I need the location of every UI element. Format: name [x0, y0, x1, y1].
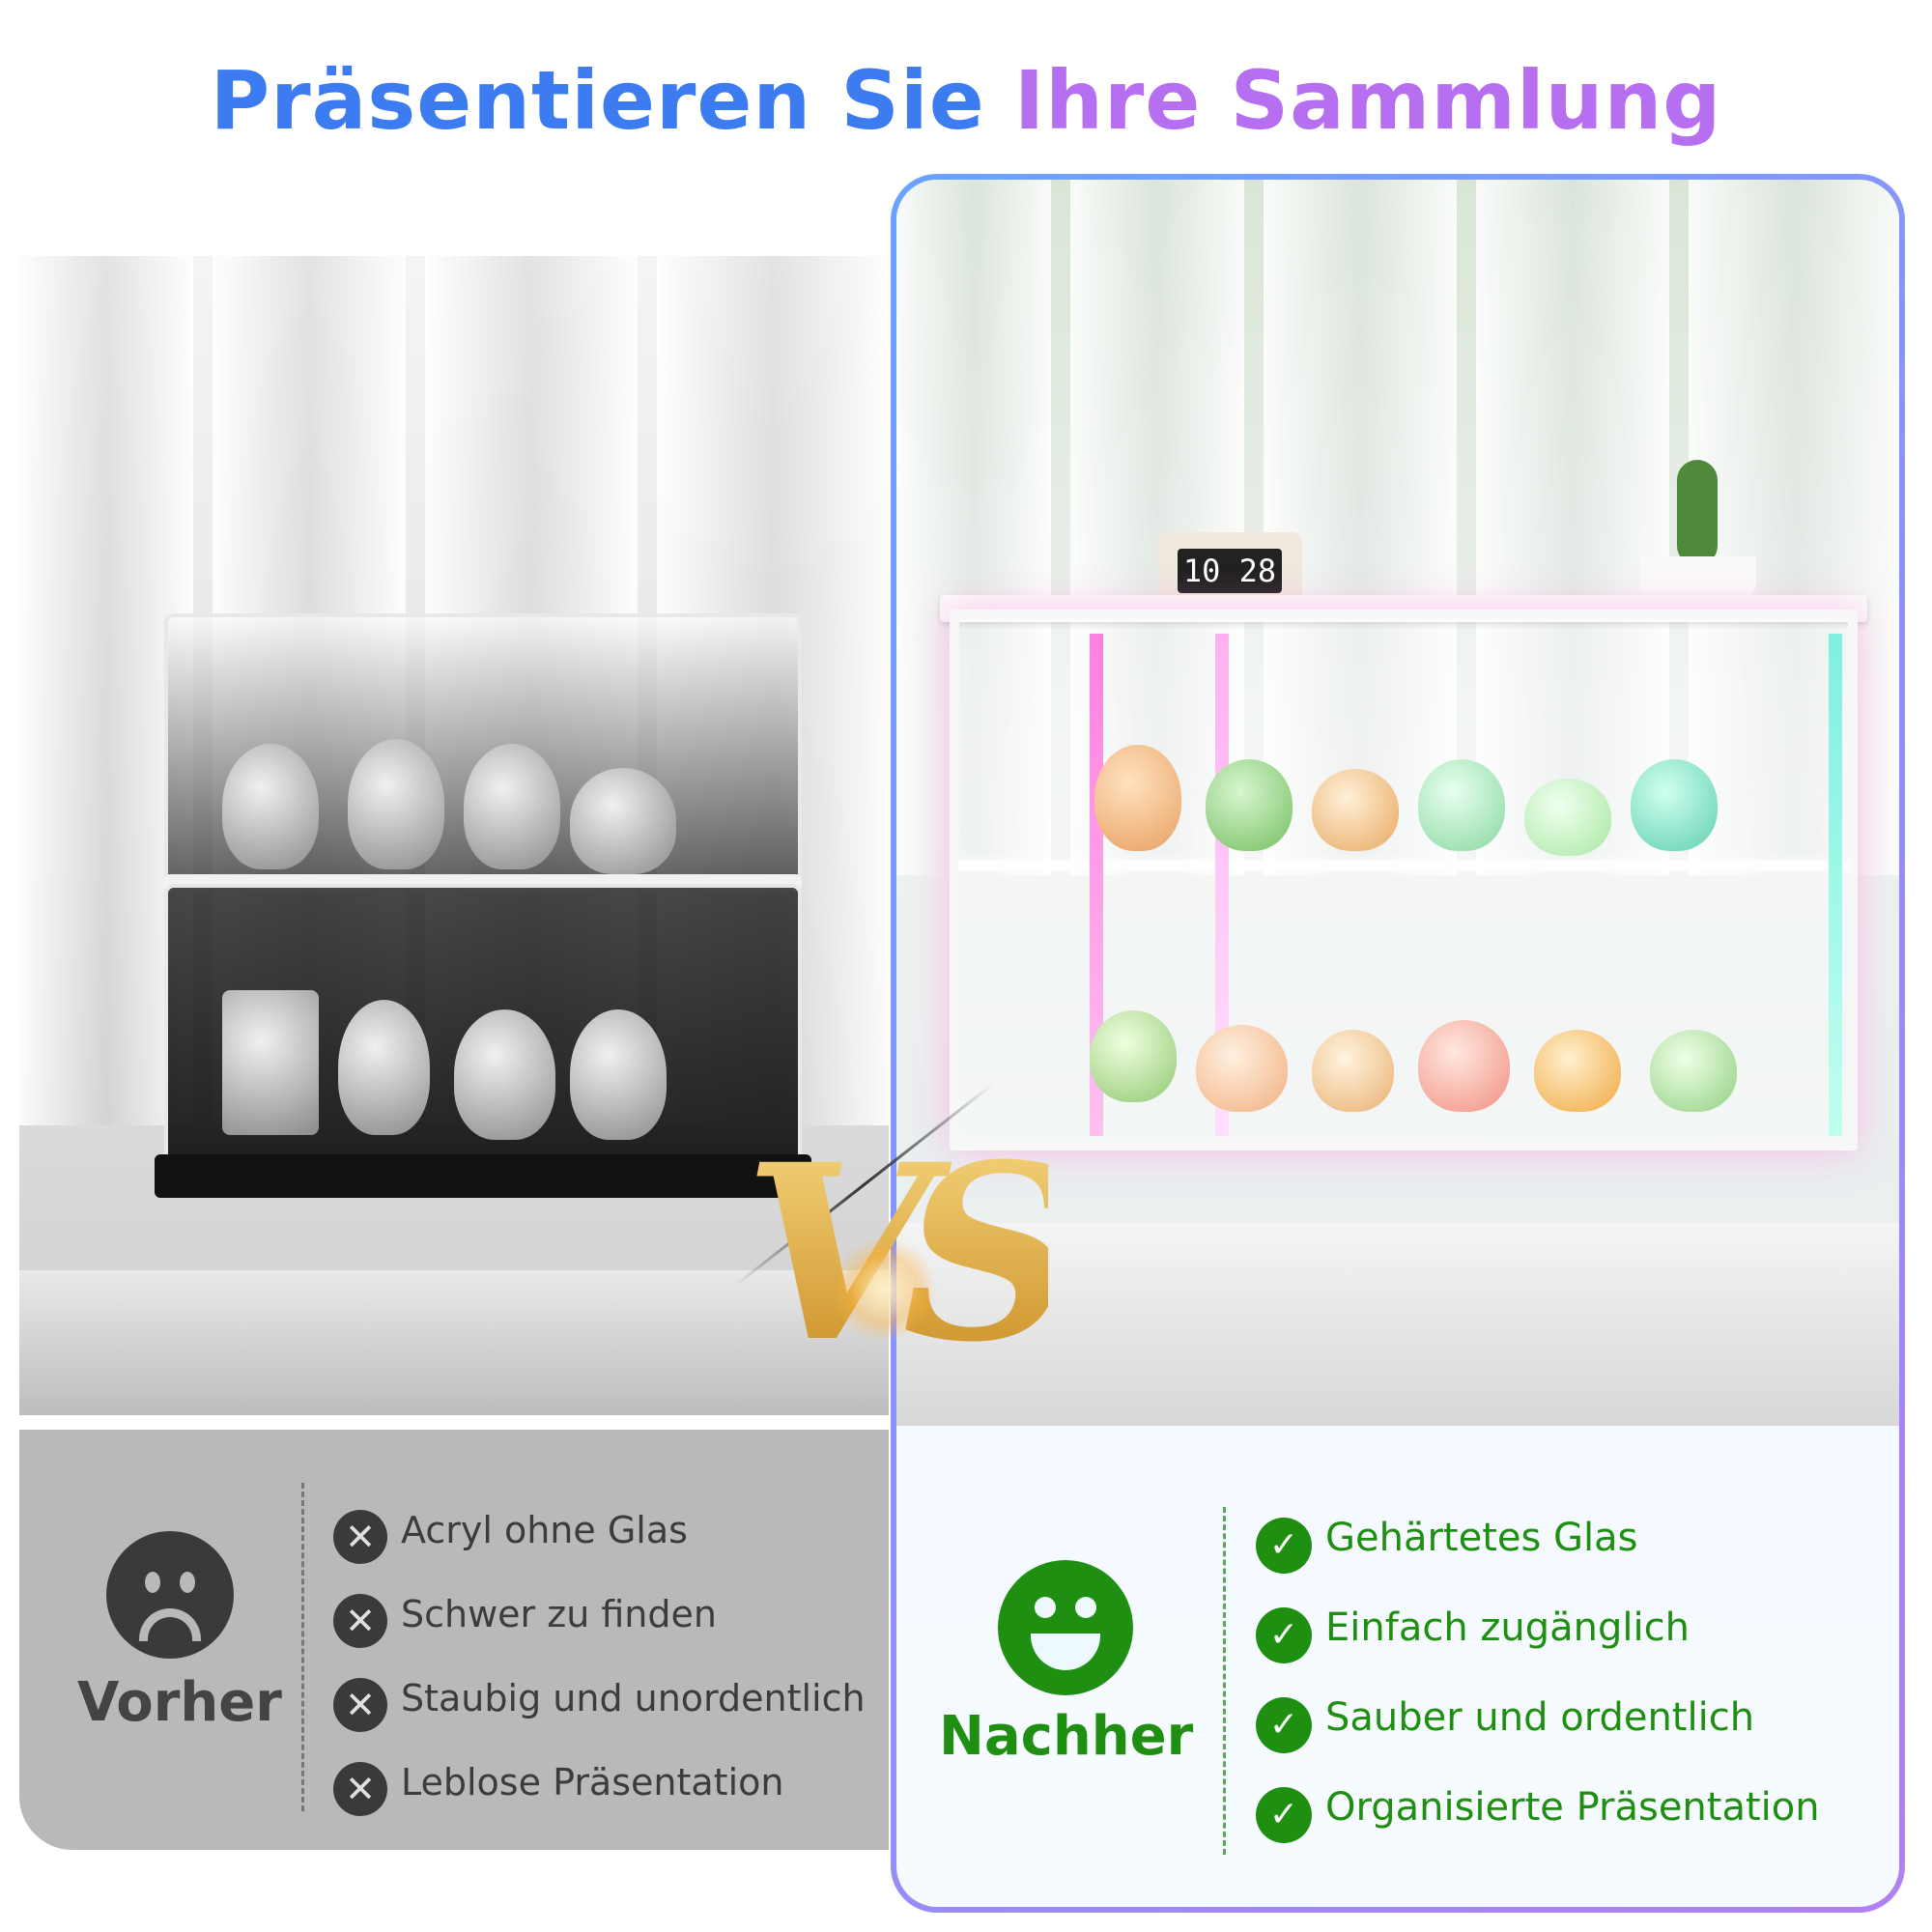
- list-item: ✓ Einfach zugänglich: [1256, 1582, 1820, 1672]
- before-list: ✕ Acryl ohne Glas ✕ Schwer zu finden ✕ S…: [333, 1488, 866, 1824]
- figurine: [1534, 1030, 1621, 1112]
- figurine: [1090, 1010, 1177, 1102]
- figurine: [454, 1009, 555, 1140]
- cactus-plant: [1677, 460, 1718, 566]
- before-item-text: Acryl ohne Glas: [401, 1508, 688, 1551]
- glass-shelf: [959, 861, 1848, 870]
- clock-display: 10 28: [1177, 549, 1283, 593]
- table-surface: [19, 1270, 889, 1415]
- before-item-text: Leblose Präsentation: [401, 1760, 784, 1804]
- after-label: Nachher: [939, 1705, 1194, 1768]
- before-item-text: Staubig und unordentlich: [401, 1676, 866, 1719]
- figurine: [222, 990, 319, 1135]
- figurine: [222, 744, 319, 869]
- acrylic-case-base: [155, 1154, 811, 1198]
- check-circle-icon: ✓: [1256, 1606, 1312, 1663]
- figurine: [570, 1009, 667, 1140]
- figurine: [1312, 1030, 1394, 1112]
- after-item-text: Sauber und ordentlich: [1325, 1694, 1755, 1740]
- figurine: [464, 744, 560, 869]
- led-strip: [1215, 634, 1229, 1136]
- before-divider: [301, 1483, 304, 1811]
- before-photo: [19, 256, 889, 1415]
- figurine: [1631, 759, 1718, 851]
- list-item: ✕ Leblose Präsentation: [333, 1740, 866, 1824]
- sad-face-mouth: [139, 1608, 201, 1641]
- curtain-fold: [896, 180, 1051, 875]
- sad-face-icon: [106, 1531, 234, 1659]
- figurine: [1094, 745, 1181, 851]
- counter-surface: [896, 1223, 1899, 1426]
- happy-face-eye: [1075, 1597, 1096, 1618]
- figurine: [1650, 1030, 1737, 1112]
- happy-face-mouth: [1031, 1634, 1100, 1670]
- led-strip: [1829, 634, 1842, 1136]
- figurine: [1206, 759, 1293, 851]
- curtain-fold: [1264, 180, 1457, 875]
- list-item: ✕ Staubig und unordentlich: [333, 1656, 866, 1740]
- x-circle-icon: ✕: [333, 1761, 387, 1816]
- figurine: [1524, 779, 1611, 856]
- figurine: [348, 739, 444, 869]
- after-divider: [1223, 1507, 1226, 1855]
- figurine: [338, 1000, 430, 1135]
- figurine: [570, 768, 676, 874]
- x-circle-icon: ✕: [333, 1677, 387, 1732]
- after-item-text: Organisierte Präsentation: [1325, 1784, 1820, 1830]
- after-item-text: Gehärtetes Glas: [1325, 1515, 1638, 1560]
- check-circle-icon: ✓: [1256, 1517, 1312, 1574]
- list-item: ✓ Sauber und ordentlich: [1256, 1672, 1820, 1762]
- page-title: Präsentieren Sie Ihre Sammlung: [0, 53, 1932, 148]
- curtain-fold: [1476, 180, 1669, 875]
- after-list: ✓ Gehärtetes Glas ✓ Einfach zugänglich ✓…: [1256, 1492, 1820, 1852]
- sad-face-eye: [180, 1572, 195, 1593]
- after-item-text: Einfach zugänglich: [1325, 1605, 1690, 1650]
- x-circle-icon: ✕: [333, 1509, 387, 1564]
- figurine: [1312, 769, 1399, 851]
- vs-sparkle: [831, 1236, 937, 1343]
- check-circle-icon: ✓: [1256, 1786, 1312, 1843]
- title-part-2: Ihre Sammlung: [1013, 53, 1722, 148]
- figurine: [1418, 759, 1505, 851]
- list-item: ✕ Acryl ohne Glas: [333, 1488, 866, 1572]
- list-item: ✓ Organisierte Präsentation: [1256, 1762, 1820, 1852]
- happy-face-eye: [1035, 1597, 1056, 1618]
- list-item: ✓ Gehärtetes Glas: [1256, 1492, 1820, 1582]
- figurine: [1196, 1025, 1288, 1112]
- led-strip: [1090, 634, 1103, 1136]
- before-item-text: Schwer zu finden: [401, 1592, 717, 1635]
- x-circle-icon: ✕: [333, 1593, 387, 1648]
- happy-face-icon: [998, 1560, 1133, 1695]
- check-circle-icon: ✓: [1256, 1696, 1312, 1753]
- list-item: ✕ Schwer zu finden: [333, 1572, 866, 1656]
- figurine: [1418, 1020, 1510, 1112]
- before-label: Vorher: [77, 1671, 282, 1734]
- title-part-1: Präsentieren Sie: [210, 53, 985, 148]
- curtain-fold: [1689, 180, 1899, 875]
- after-photo: 10 28: [896, 180, 1899, 1426]
- after-card: 10 28: [891, 174, 1905, 1913]
- sad-face-eye: [145, 1572, 160, 1593]
